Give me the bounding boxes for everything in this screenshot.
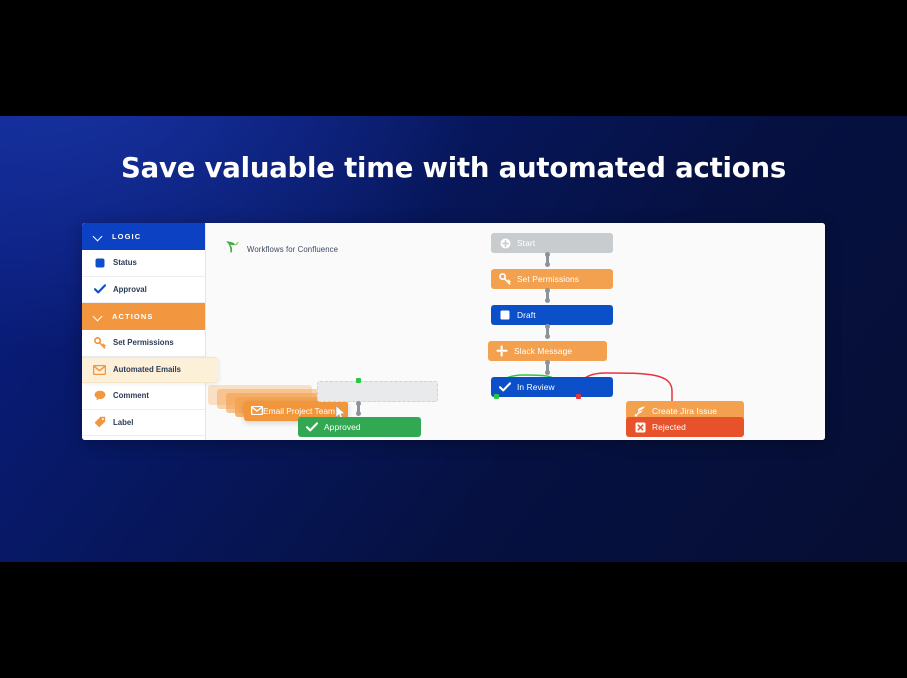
chevron-down-icon (93, 231, 104, 242)
edge-endpoint-approve[interactable] (494, 394, 499, 399)
connector-dot (545, 288, 550, 293)
speech-bubble-icon (93, 389, 106, 402)
connector-dot (545, 252, 550, 257)
connector-start-setperms (546, 253, 549, 265)
sidebar-item-automated-emails[interactable]: Automated Emails (82, 356, 218, 383)
sidebar-item-label: Set Permissions (113, 338, 174, 348)
dragged-card-label: Email Project Team (263, 406, 335, 416)
workflow-node-approved[interactable]: Approved (298, 417, 421, 437)
sidebar-item-label: Status (113, 258, 137, 268)
sidebar-section-label: ACTIONS (112, 312, 154, 321)
workflow-node-create-jira-issue[interactable]: Create Jira Issue (626, 401, 744, 421)
check-icon (499, 381, 511, 393)
sidebar-item-set-permissions[interactable]: Set Permissions (82, 330, 205, 357)
plus-circle-icon (499, 237, 511, 249)
sidebar-item-status[interactable]: Status (82, 250, 205, 277)
sidebar-item-approval[interactable]: Approval (82, 277, 205, 303)
workflow-node-label: Create Jira Issue (652, 406, 718, 416)
blue-check-icon (93, 283, 106, 296)
blue-square-icon (93, 256, 106, 269)
sidebar-item-label: Approval (113, 284, 147, 294)
connector-dropzone-approved (357, 402, 360, 414)
connector-dot (545, 324, 550, 329)
key-icon (93, 336, 106, 349)
sidebar-item-label[interactable]: Label (82, 410, 205, 436)
envelope-icon (93, 363, 106, 376)
workflow-node-label: Slack Message (514, 346, 573, 356)
connector-dot (545, 334, 550, 339)
sidebar: LOGIC Status Approval A (82, 223, 218, 440)
connector-dot (545, 360, 550, 365)
workflow-node-label: Draft (517, 310, 536, 320)
connector-setperms-draft (546, 289, 549, 301)
connector-dot (545, 262, 550, 267)
dropzone-edge-endpoint (356, 378, 361, 383)
sidebar-section-logic[interactable]: LOGIC (82, 223, 205, 250)
workflow-canvas[interactable]: Workflows for Confluence Start (206, 223, 825, 440)
sidebar-item-label: Automated Emails (113, 365, 182, 375)
slack-icon (496, 345, 508, 357)
slide-background: Save valuable time with automated action… (0, 116, 907, 562)
brand-name: Workflows for Confluence (247, 245, 339, 254)
sidebar-item-comment[interactable]: Comment (82, 383, 205, 410)
page-title: Save valuable time with automated action… (121, 152, 786, 184)
workflow-node-draft[interactable]: Draft (491, 305, 613, 325)
sidebar-item-label: Label (113, 417, 134, 427)
connector-dot (356, 401, 361, 406)
workflow-node-label: Approved (324, 422, 361, 432)
key-icon (499, 273, 511, 285)
connector-slack-inreview (546, 361, 549, 373)
sidebar-item-label: Comment (113, 391, 149, 401)
square-icon (499, 309, 511, 321)
connector-dot (545, 298, 550, 303)
check-icon (306, 421, 318, 433)
connector-dot (356, 411, 361, 416)
brand: Workflows for Confluence (224, 239, 338, 260)
workflow-node-slack-message[interactable]: Slack Message (488, 341, 607, 361)
sidebar-section-label: LOGIC (112, 232, 142, 241)
envelope-icon (250, 405, 264, 417)
workflow-node-label: In Review (517, 382, 555, 392)
dragged-card-email-project-team[interactable]: Email Project Team (244, 401, 348, 421)
workflow-node-in-review[interactable]: In Review (491, 377, 613, 397)
workflow-node-set-permissions[interactable]: Set Permissions (491, 269, 613, 289)
chevron-down-icon (93, 311, 104, 322)
workflow-node-start[interactable]: Start (491, 233, 613, 253)
x-square-icon (634, 421, 646, 433)
app-window-card: LOGIC Status Approval A (82, 223, 825, 440)
sidebar-section-actions[interactable]: ACTIONS (82, 303, 205, 330)
connector-draft-slack (546, 325, 549, 337)
workflow-node-rejected[interactable]: Rejected (626, 417, 744, 437)
workflow-node-label: Set Permissions (517, 274, 580, 284)
workflow-node-label: Rejected (652, 422, 686, 432)
edge-endpoint-reject[interactable] (576, 394, 581, 399)
workflow-node-label: Start (517, 238, 536, 248)
workflow-dropzone[interactable] (317, 381, 438, 402)
sidebar-item-watchers[interactable]: Watchers (82, 436, 205, 440)
connector-dot (545, 370, 550, 375)
jira-icon (634, 405, 646, 417)
tag-icon (93, 416, 106, 429)
workflows-leaf-logo-icon (224, 239, 240, 260)
